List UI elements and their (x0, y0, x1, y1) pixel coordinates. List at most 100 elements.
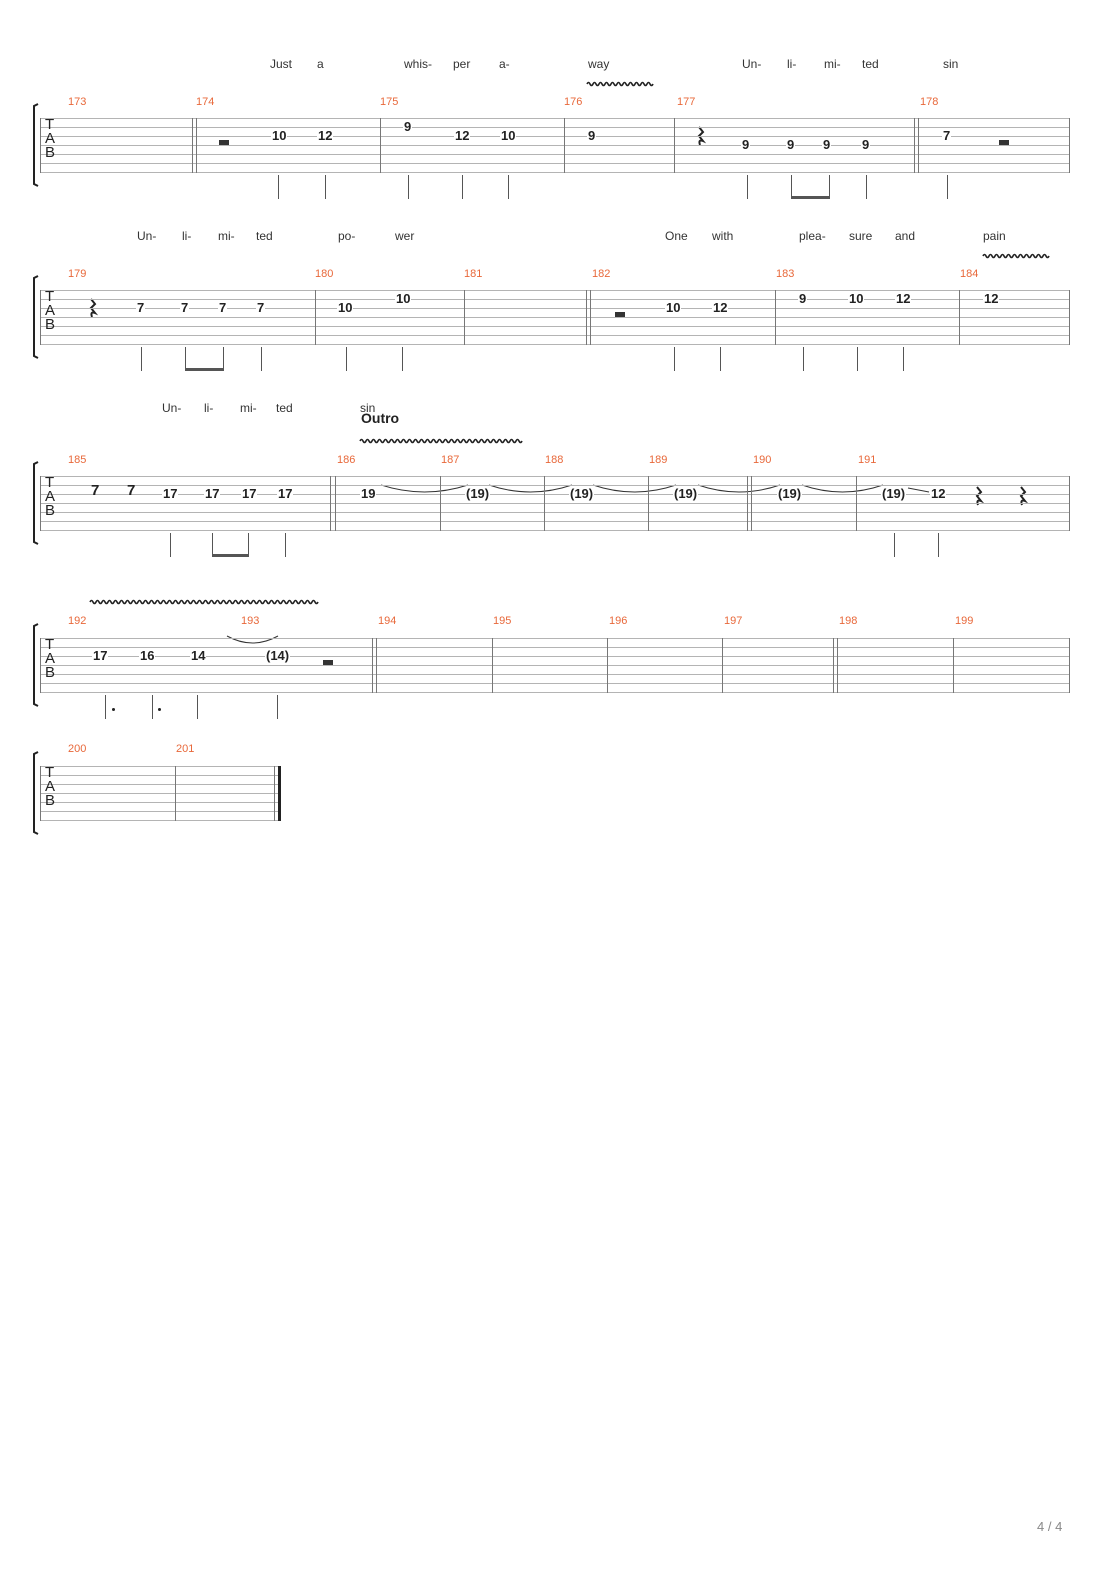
bar-line (837, 638, 838, 693)
bar-line (372, 638, 373, 693)
tab-clef-letter: A (45, 778, 56, 795)
fret-number: 12 (712, 300, 729, 315)
note-stem (223, 347, 224, 371)
note-stem (170, 533, 171, 557)
measure-number: 174 (196, 96, 215, 108)
measure-number: 191 (858, 454, 877, 466)
measure-number: 199 (955, 615, 974, 627)
fret-number: 9 (798, 291, 808, 306)
system-bracket (33, 275, 39, 359)
measure-number: 190 (753, 454, 772, 466)
tab-string-line (40, 154, 1070, 155)
bar-line (192, 118, 193, 173)
bar-line (175, 766, 176, 821)
lyric-syllable: pain (983, 229, 1006, 243)
tab-string-line (40, 326, 1070, 327)
tie-arc (592, 484, 677, 493)
tab-string-line (40, 775, 280, 776)
bar-line (464, 290, 465, 345)
note-stem (197, 695, 198, 719)
fret-number: (19) (673, 486, 699, 501)
lyric-syllable: po- (338, 229, 356, 243)
measure-number: 180 (315, 268, 334, 280)
bar-line (492, 638, 493, 693)
note-stem (402, 347, 403, 371)
tab-clef-letter: A (45, 130, 56, 147)
fret-number: 10 (665, 300, 682, 315)
fret-number: 7 (136, 300, 146, 315)
tab-clef-letter: B (45, 144, 56, 161)
fret-number: (19) (881, 486, 907, 501)
tab-clef-letter: B (45, 316, 56, 333)
measure-number: 188 (545, 454, 564, 466)
measure-number: 195 (493, 615, 512, 627)
fret-number: 17 (204, 486, 221, 501)
bar-line (1069, 290, 1070, 345)
vibrato-mark (586, 81, 654, 87)
note-stem (346, 347, 347, 371)
measure-number: 175 (380, 96, 399, 108)
tab-clef-letter: T (45, 288, 55, 305)
fret-number: 9 (822, 137, 832, 152)
fret-number: 10 (271, 128, 288, 143)
tab-string-line (40, 172, 1070, 173)
vibrato-mark (982, 253, 1050, 259)
lyric-syllable: plea- (799, 229, 826, 243)
note-stem (720, 347, 721, 371)
tab-clef-letter: B (45, 792, 56, 809)
tab-string-line (40, 290, 1070, 291)
bar-line (564, 118, 565, 173)
tab-string-line (40, 820, 280, 821)
bar-line (747, 476, 748, 531)
tab-clef-letter: T (45, 116, 55, 133)
note-stem (894, 533, 895, 557)
note-stem (285, 533, 286, 557)
tab-string-line (40, 512, 1070, 513)
tab-string-line (40, 163, 1070, 164)
note-beam (185, 368, 224, 371)
final-bar-line (278, 766, 281, 821)
fret-number: 10 (395, 291, 412, 306)
lyric-syllable: a (317, 57, 324, 71)
lyric-syllable: li- (787, 57, 797, 71)
bar-line (274, 766, 275, 821)
tab-string-line (40, 145, 1070, 146)
tab-clef-letter: B (45, 664, 56, 681)
tab-string-line (40, 485, 1070, 486)
tab-clef-letter: T (45, 636, 55, 653)
measure-number: 186 (337, 454, 356, 466)
tab-string-line (40, 530, 1070, 531)
note-stem (947, 175, 948, 199)
note-stem (462, 175, 463, 199)
tie-arc (697, 484, 781, 493)
system-start-line (40, 118, 41, 173)
measure-number: 176 (564, 96, 583, 108)
bar-line (1069, 476, 1070, 531)
dotted-note-dot (112, 708, 115, 711)
note-stem (674, 347, 675, 371)
measure-number: 201 (176, 743, 195, 755)
lyric-syllable: way (588, 57, 610, 71)
fret-number: 12 (930, 486, 947, 501)
bar-line (376, 638, 377, 693)
measure-number: 179 (68, 268, 87, 280)
bar-line (607, 638, 608, 693)
measure-number: 194 (378, 615, 397, 627)
tab-string-line (40, 656, 1070, 657)
fret-number: 17 (277, 486, 294, 501)
tab-clef-letter: T (45, 764, 55, 781)
note-stem (141, 347, 142, 371)
note-stem (938, 533, 939, 557)
bar-line (335, 476, 336, 531)
tab-clef-letter: B (45, 502, 56, 519)
note-stem (261, 347, 262, 371)
bar-line (674, 118, 675, 173)
tab-string-line (40, 647, 1070, 648)
note-stem (185, 347, 186, 371)
lyric-syllable: ted (276, 401, 293, 415)
fret-number: 7 (942, 128, 952, 143)
tab-string-line (40, 299, 1070, 300)
section-label-outro: Outro (361, 410, 400, 426)
